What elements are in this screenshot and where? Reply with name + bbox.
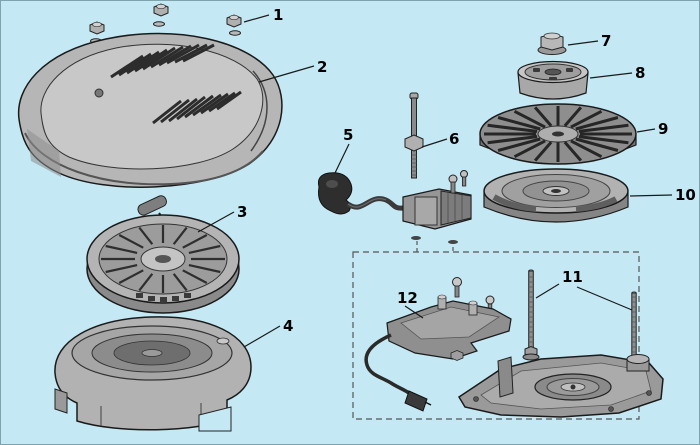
- callout-labels: 1 2 3 4 5 6 7 8 9 10 11 12: [237, 6, 696, 335]
- recoil-starter: [86, 195, 240, 314]
- mounting-bracket: [364, 277, 512, 412]
- callout-5-label: 5: [343, 126, 353, 144]
- callout-6-label: 6: [449, 130, 459, 148]
- starter-cup: [517, 60, 589, 100]
- callout-10-label: 10: [675, 186, 696, 204]
- flywheel-fan: [479, 103, 637, 165]
- callout-4-label: 4: [283, 317, 293, 335]
- callout-7-label: 7: [601, 32, 611, 50]
- callout-11-label: 11: [562, 268, 583, 286]
- flywheel-nut: [537, 32, 567, 55]
- flywheel: [483, 168, 629, 223]
- stud-set: [522, 269, 639, 366]
- dashed-boundary: [352, 241, 640, 420]
- callout-8-label: 8: [635, 64, 645, 82]
- callout-12-label: 12: [397, 289, 418, 307]
- ignition-coil: [318, 170, 472, 244]
- engine-base: [457, 354, 664, 418]
- engine-cover: [17, 32, 283, 188]
- callout-1-label: 1: [273, 6, 283, 24]
- blower-housing: [54, 316, 252, 432]
- callout-3-label: 3: [237, 203, 247, 221]
- callout-2-label: 2: [317, 58, 327, 76]
- leader-lines: [197, 14, 673, 348]
- callout-9-label: 9: [658, 120, 668, 138]
